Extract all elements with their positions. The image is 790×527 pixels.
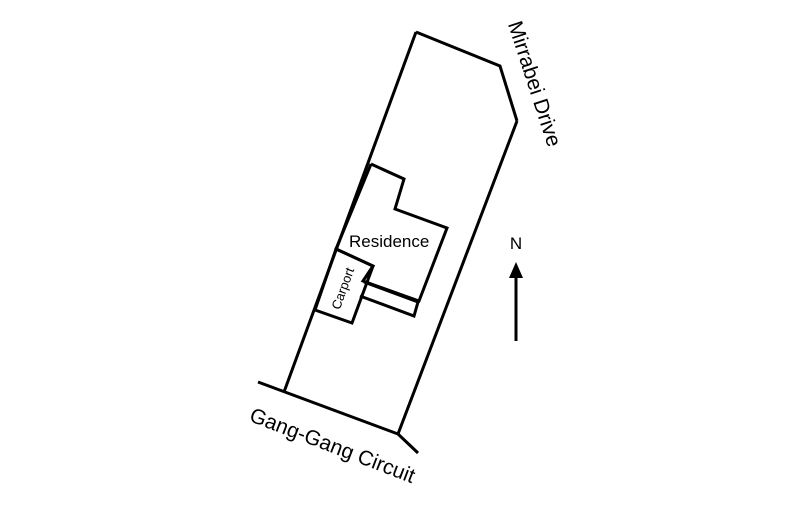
carport-outline (313, 246, 375, 325)
residence-label: Residence (349, 232, 429, 251)
street-label-gang-gang-circuit: Gang-Gang Circuit (246, 404, 418, 488)
lot-south-boundary (257, 380, 399, 436)
north-arrow-label: N (510, 234, 522, 253)
lot-east-boundary (396, 120, 519, 435)
north-arrow: N (509, 234, 523, 341)
lot-north-boundary (415, 30, 519, 122)
carport-label: Carport (328, 265, 357, 311)
north-arrow-head-icon (509, 262, 523, 278)
carport-connector (359, 280, 420, 318)
lot-corner-extension (396, 432, 420, 455)
